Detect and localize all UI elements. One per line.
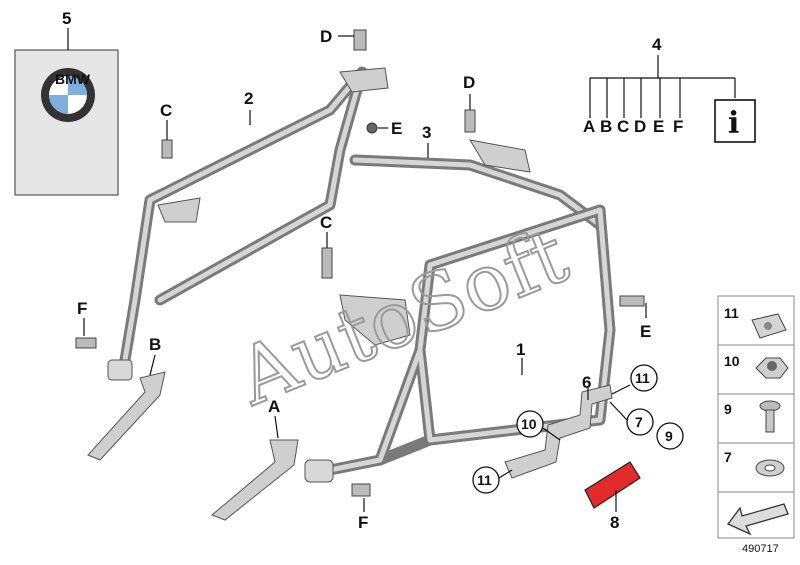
legend-letter-f: F [673,117,683,136]
legend-letter-d: D [634,117,646,136]
svg-text:9: 9 [665,428,673,444]
bolt-c-mid[interactable] [321,247,333,279]
item-3-cross-tube[interactable] [349,139,606,231]
item-2-left-frame[interactable] [107,66,389,381]
reference-number: 490717 [742,543,779,555]
svg-text:10: 10 [724,353,740,369]
callout-10: 10 [516,410,544,438]
callout-b: B [149,335,161,354]
item-6-bracket-plate[interactable] [504,384,613,479]
callout-e-top: E [391,119,402,138]
svg-text:7: 7 [635,414,643,430]
bmw-logo-letters: BMW [55,71,91,87]
callout-5: 5 [62,9,71,28]
panel-item-10[interactable]: 10 [724,353,789,379]
callout-1: 1 [516,340,525,359]
bolt-d-right[interactable] [464,109,476,133]
callout-d-right: D [463,73,475,92]
callout-c-top: C [160,101,172,120]
washer-icon [755,459,785,477]
callout-11-top: 11 [630,364,658,392]
callout-4: 4 [652,35,662,54]
svg-text:10: 10 [521,416,537,432]
legend-letter-c: C [617,117,629,136]
panel-item-7[interactable]: 7 [724,449,785,477]
item-4-legend: 4 A B C D E F [583,35,736,136]
svg-text:11: 11 [635,370,650,386]
item-1-right-frame[interactable] [304,204,616,483]
panel-item-11[interactable]: 11 [724,305,787,339]
side-parts-panel: 11 10 9 7 [717,295,795,539]
bracket-a[interactable] [211,439,299,521]
callout-11-left: 11 [472,466,500,494]
bolt-d-top[interactable] [353,29,367,51]
item-8-reflector[interactable] [584,461,641,509]
callout-d-top: D [320,27,332,46]
callout-2: 2 [244,89,253,108]
panel-item-9[interactable]: 9 [724,400,781,433]
clip-nut-icon [751,313,787,339]
bolt-f-left[interactable] [75,337,97,349]
legend-letter-b: B [600,117,612,136]
callout-e-right: E [640,322,651,341]
callout-3: 3 [422,123,431,142]
info-icon[interactable]: i [714,99,756,143]
arrow-icon [726,503,789,536]
svg-text:11: 11 [724,305,739,321]
bolt-c-top[interactable] [161,139,173,159]
svg-text:7: 7 [724,449,732,465]
callout-9: 9 [656,422,684,450]
legend-letter-e: E [653,117,664,136]
bolt-f-bottom[interactable] [351,483,371,497]
item-5-manual[interactable]: BMW [14,49,119,196]
callout-c-mid: C [320,213,332,232]
bracket-b[interactable] [87,371,166,461]
lock-nut-icon [755,357,789,379]
callout-f-bottom: F [358,513,368,532]
callout-f-left: F [77,299,87,318]
screw-e-top[interactable] [366,122,378,134]
svg-text:9: 9 [724,401,732,417]
callout-8: 8 [610,513,619,532]
callout-7: 7 [626,408,654,436]
callout-6: 6 [582,373,591,392]
svg-text:i: i [728,106,739,141]
screw-icon [759,400,781,433]
screw-e-right[interactable] [619,295,645,307]
callout-a: A [268,397,280,416]
legend-letter-a: A [583,117,595,136]
svg-text:11: 11 [477,472,492,488]
